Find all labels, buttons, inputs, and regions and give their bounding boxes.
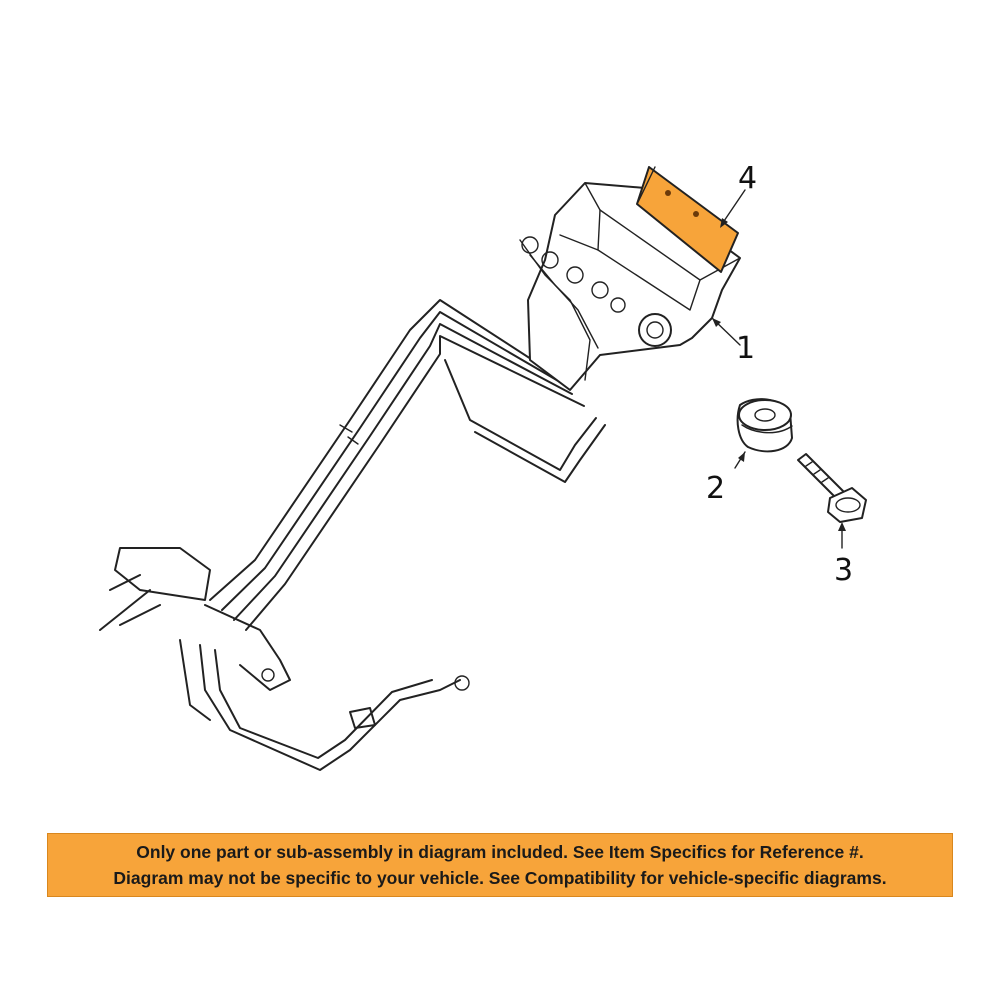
callout-number-4: 4 [738, 161, 757, 196]
callout-number-3: 3 [834, 553, 853, 588]
callout-number-1: 1 [736, 331, 755, 366]
disclaimer-line-2: Diagram may not be specific to your vehi… [113, 868, 887, 888]
brake-line-bundle [209, 299, 606, 631]
disclaimer-line-1: Only one part or sub-assembly in diagram… [136, 842, 864, 862]
disclaimer-banner: Only one part or sub-assembly in diagram… [47, 833, 953, 897]
callout-number-2: 2 [706, 471, 725, 506]
leader-lines [711, 189, 846, 549]
mounting-bolt [797, 453, 867, 523]
isolator-bushing [736, 398, 793, 453]
lower-brake-lines [99, 547, 470, 771]
control-module-highlighted [636, 166, 739, 273]
